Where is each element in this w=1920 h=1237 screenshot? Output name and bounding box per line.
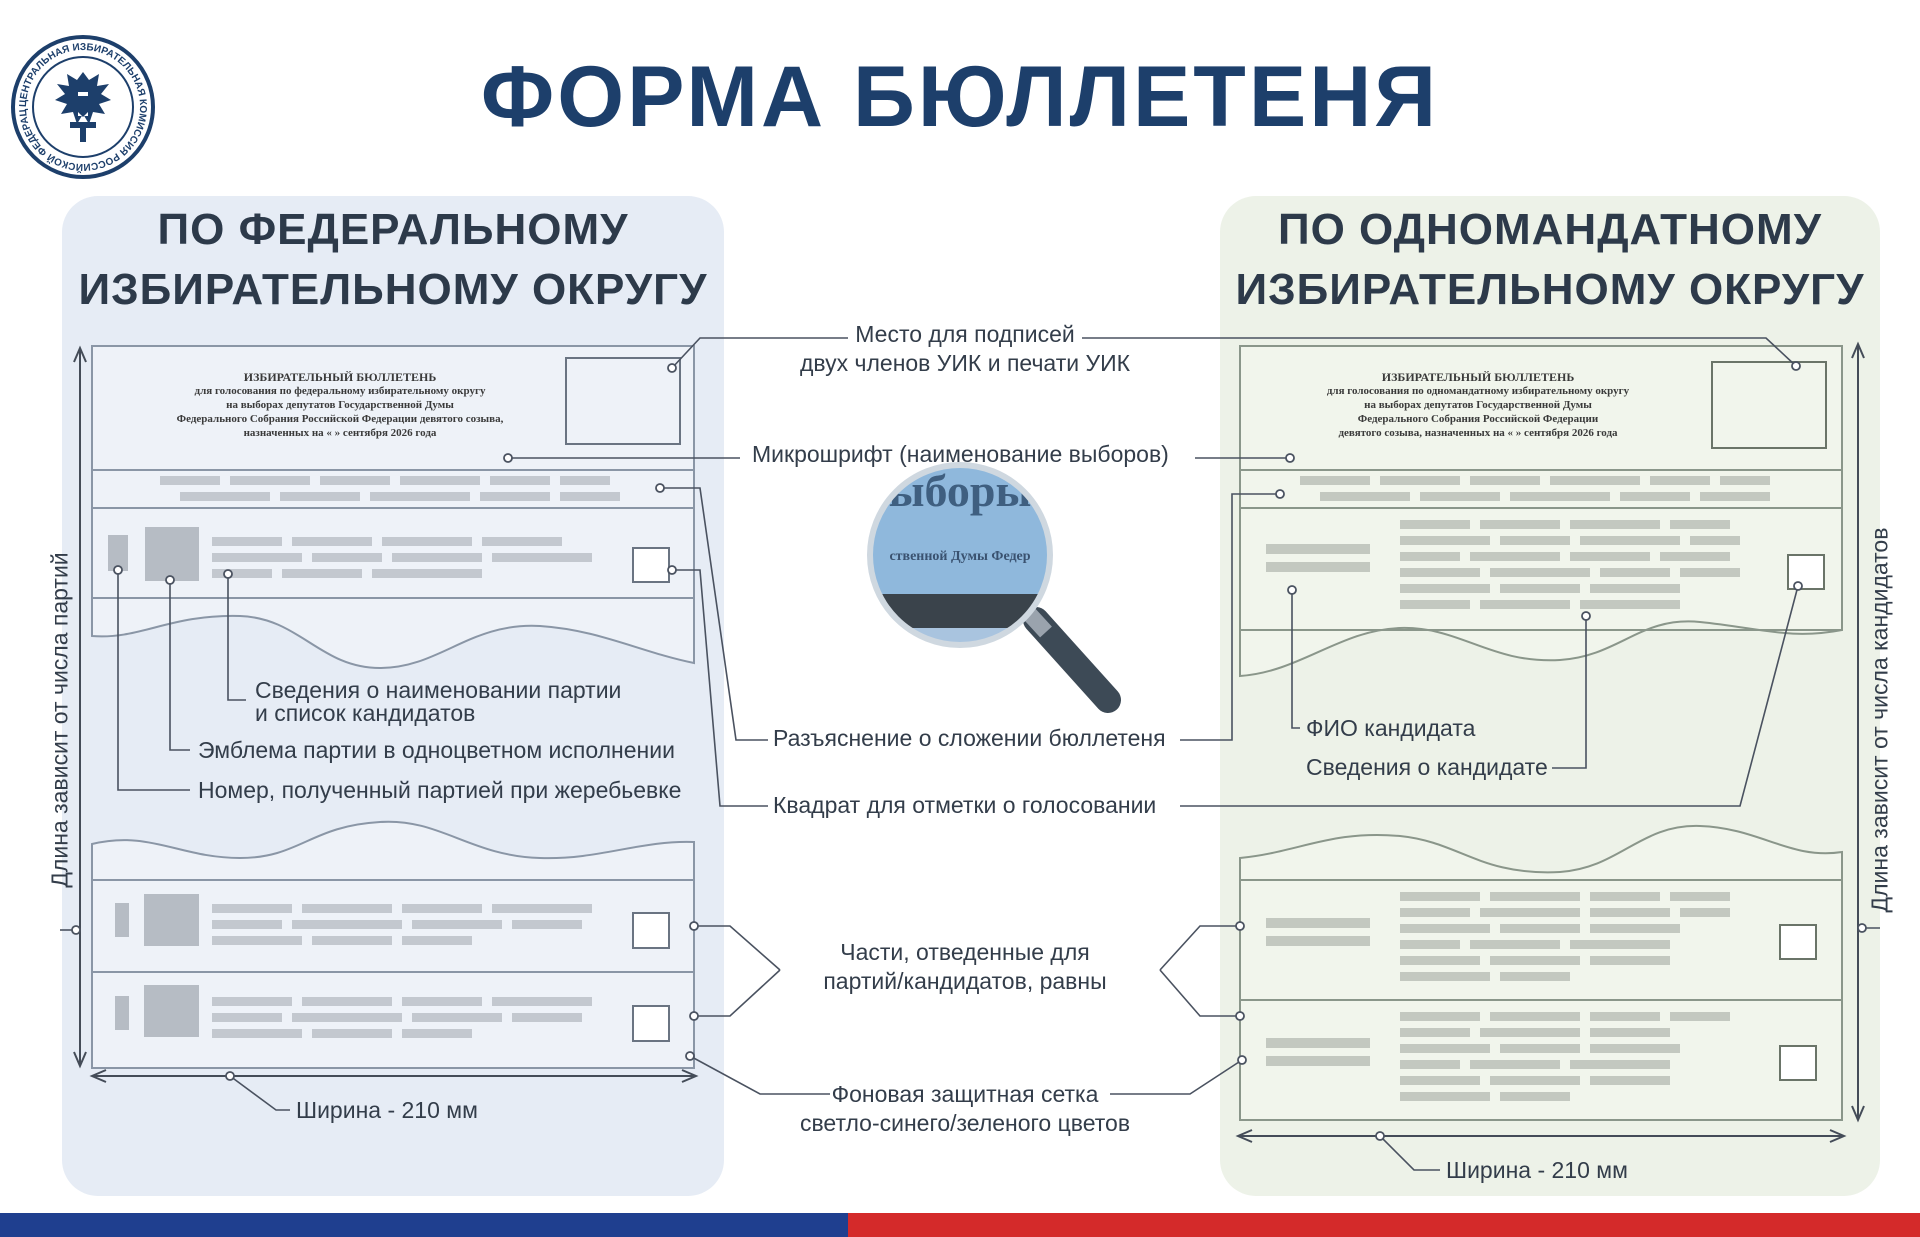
magnifier-big-text: ыборы bbox=[889, 465, 1032, 516]
single-mandate-title-line2: ИЗБИРАТЕЛЬНОМУ ОКРУГУ bbox=[1235, 265, 1865, 314]
vote-checkbox bbox=[632, 547, 670, 583]
federal-title-line1: ПО ФЕДЕРАЛЬНОМУ bbox=[157, 205, 629, 254]
label-length-left: Длина зависит от числа партий bbox=[46, 552, 73, 888]
cik-logo-icon: ЦЕНТРАЛЬНАЯ ИЗБИРАТЕЛЬНАЯ КОМИССИЯ РОССИ… bbox=[8, 32, 155, 179]
federal-ballot-header: ИЗБИРАТЕЛЬНЫЙ БЮЛЛЕТЕНЬ для голосования … bbox=[176, 370, 504, 439]
federal-panel-title: ПО ФЕДЕРАЛЬНОМУ ИЗБИРАТЕЛЬНОМУ ОКРУГУ bbox=[62, 200, 724, 320]
magnifier-small-text: ственной Думы Федер bbox=[889, 549, 1030, 564]
single-mandate-ballot-bottom bbox=[1239, 824, 1843, 1121]
label-equal-parts: Части, отведенные для партий/кандидатов,… bbox=[823, 939, 1107, 994]
label-candidate-name: ФИО кандидата bbox=[1306, 715, 1476, 741]
label-party-number: Номер, полученный партией при жеребьевке bbox=[198, 777, 682, 803]
label-emblem: Эмблема партии в одноцветном исполнении bbox=[198, 737, 675, 763]
label-signatures: Место для подписей двух членов УИК и печ… bbox=[799, 321, 1131, 376]
label-microfont: Микрошрифт (наименование выборов) bbox=[752, 441, 1169, 467]
label-width-right: Ширина - 210 мм bbox=[1446, 1157, 1628, 1183]
label-folding: Разъяснение о сложении бюллетеня bbox=[773, 725, 1166, 751]
label-candidate-info: Сведения о кандидате bbox=[1306, 754, 1548, 780]
page-title: ФОРМА БЮЛЛЕТЕНЯ bbox=[480, 49, 1440, 145]
label-background-grid: Фоновая защитная сетка светло-синего/зел… bbox=[799, 1081, 1131, 1136]
party-number-block bbox=[108, 535, 128, 571]
single-mandate-title-line1: ПО ОДНОМАНДАТНОМУ bbox=[1277, 205, 1823, 254]
signature-box bbox=[565, 357, 681, 445]
party-emblem-block bbox=[145, 527, 199, 581]
label-party-info: Сведения о наименовании партии и список … bbox=[255, 677, 622, 726]
stripe-blue bbox=[0, 1213, 848, 1237]
federal-title-line2: ИЗБИРАТЕЛЬНОМУ ОКРУГУ bbox=[78, 265, 708, 314]
label-width-left: Ширина - 210 мм bbox=[296, 1097, 478, 1123]
federal-ballot-top bbox=[91, 345, 695, 670]
federal-ballot-bottom bbox=[91, 820, 695, 1069]
single-mandate-ballot-header: ИЗБИРАТЕЛЬНЫЙ БЮЛЛЕТЕНЬ для голосования … bbox=[1326, 370, 1630, 439]
magnifier-icon: ыборы ственной Думы Федер bbox=[867, 462, 1121, 713]
single-mandate-panel-title: ПО ОДНОМАНДАТНОМУ ИЗБИРАТЕЛЬНОМУ ОКРУГУ bbox=[1220, 200, 1880, 320]
leader-lines bbox=[60, 337, 1880, 1171]
dimension-lines bbox=[73, 341, 1865, 1143]
label-length-right: Длина зависит от числа кандидатов bbox=[1866, 527, 1893, 913]
label-vote-checkbox: Квадрат для отметки о голосовании bbox=[773, 792, 1157, 818]
single-mandate-ballot-top bbox=[1239, 345, 1843, 678]
leader-endpoints bbox=[71, 361, 1867, 1141]
stripe-red bbox=[848, 1213, 1920, 1237]
